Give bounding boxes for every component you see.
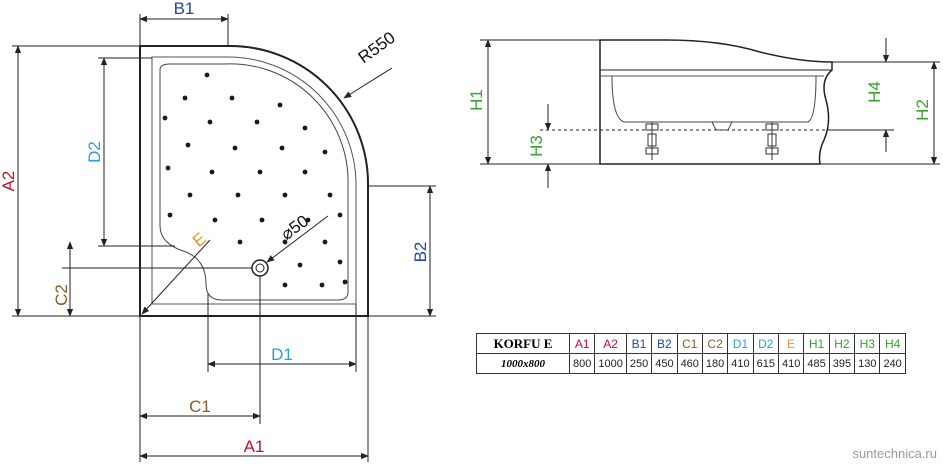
dot [235, 192, 241, 198]
table-cell-c1: 460 [676, 353, 703, 374]
dot [302, 125, 308, 131]
dot [237, 239, 243, 245]
dot [327, 192, 333, 198]
dot [302, 169, 308, 175]
side-panel [599, 39, 833, 165]
dot [282, 282, 288, 288]
phi50-leader [266, 215, 329, 263]
side-labels: H1 H3 H4 H2 [467, 81, 932, 157]
dot [337, 259, 343, 265]
dot [185, 142, 191, 148]
tray-basin [159, 63, 349, 301]
table-header-c1: C1 [676, 333, 703, 354]
label-h1: H1 [467, 89, 486, 111]
dot [209, 169, 215, 175]
dot [165, 165, 171, 171]
dot [187, 192, 193, 198]
table-cell-a2: 1000 [594, 353, 627, 374]
dot [297, 262, 303, 268]
plan-labels: B1 R550 A2 D2 ⌀50 E B2 C2 D1 C1 A1 [0, 0, 430, 456]
table-cell-c2: 180 [701, 353, 729, 374]
dot [162, 115, 168, 121]
dot [337, 212, 343, 218]
table-header-h3: H3 [854, 333, 881, 354]
table-cell-e: 410 [777, 353, 805, 374]
table-header-a2: A2 [594, 333, 627, 354]
table-header-a1: A1 [568, 333, 596, 354]
anti-slip-dots [162, 72, 348, 288]
table-cell-h1: 485 [803, 353, 830, 374]
table-header-d1: D1 [727, 333, 754, 354]
dot [322, 239, 328, 245]
dot [282, 239, 288, 245]
dot [254, 119, 260, 125]
model-size: 1000x800 [476, 353, 570, 374]
table-header-e: E [777, 333, 805, 354]
dot [212, 217, 218, 223]
dot [232, 145, 238, 151]
dot [279, 145, 285, 151]
label-e: E [189, 229, 210, 251]
model-name: KORFU E [476, 333, 570, 354]
label-b1: B1 [174, 0, 195, 18]
table-cell-a1: 800 [568, 353, 596, 374]
plan-view [12, 14, 436, 462]
table-header-c2: C2 [701, 333, 729, 354]
table-header-h4: H4 [879, 333, 906, 354]
table-header-b2: B2 [651, 333, 678, 354]
label-c1: C1 [189, 397, 211, 416]
dot [257, 169, 263, 175]
dot [259, 217, 265, 223]
table-cell-h3: 130 [854, 353, 881, 374]
table-cell-b2: 450 [651, 353, 678, 374]
label-d1: D1 [271, 345, 293, 364]
dot [182, 95, 188, 101]
dot [322, 149, 328, 155]
side-view [480, 38, 940, 188]
dot [277, 102, 283, 108]
drain-inner [255, 263, 265, 273]
table-header-d2: D2 [752, 333, 780, 354]
label-b2: B2 [411, 242, 430, 263]
label-h2: H2 [913, 99, 932, 121]
watermark: suntechnica.ru [852, 446, 937, 461]
table-header-h2: H2 [828, 333, 856, 354]
label-a1: A1 [244, 437, 265, 456]
tray-outline [139, 44, 370, 317]
dot [207, 119, 213, 125]
label-r550: R550 [355, 28, 399, 67]
dot [305, 217, 311, 223]
table-cell-d2: 615 [752, 353, 780, 374]
table-header-h1: H1 [803, 333, 830, 354]
table-cell-b1: 250 [625, 353, 653, 374]
e-dim [141, 239, 211, 315]
label-phi50: ⌀50 [277, 211, 312, 244]
r550-leader [343, 67, 393, 99]
table-header-b1: B1 [625, 333, 653, 354]
tray-inner-rim [151, 56, 357, 305]
label-a2: A2 [0, 171, 18, 192]
dot [319, 282, 325, 288]
label-h4: H4 [865, 81, 884, 103]
label-d2: D2 [85, 141, 104, 163]
dot [167, 212, 173, 218]
legs [645, 122, 779, 160]
dot [229, 95, 235, 101]
label-c2: C2 [52, 284, 71, 306]
table-cell-h2: 395 [828, 353, 856, 374]
label-h3: H3 [527, 135, 546, 157]
dot [204, 72, 210, 78]
dot [342, 279, 348, 285]
drain-icon [251, 259, 269, 277]
table-cell-h4: 240 [879, 353, 906, 374]
dot [282, 192, 288, 198]
side-basin [611, 75, 817, 123]
table-cell-d1: 410 [727, 353, 754, 374]
side-drain [711, 121, 733, 131]
